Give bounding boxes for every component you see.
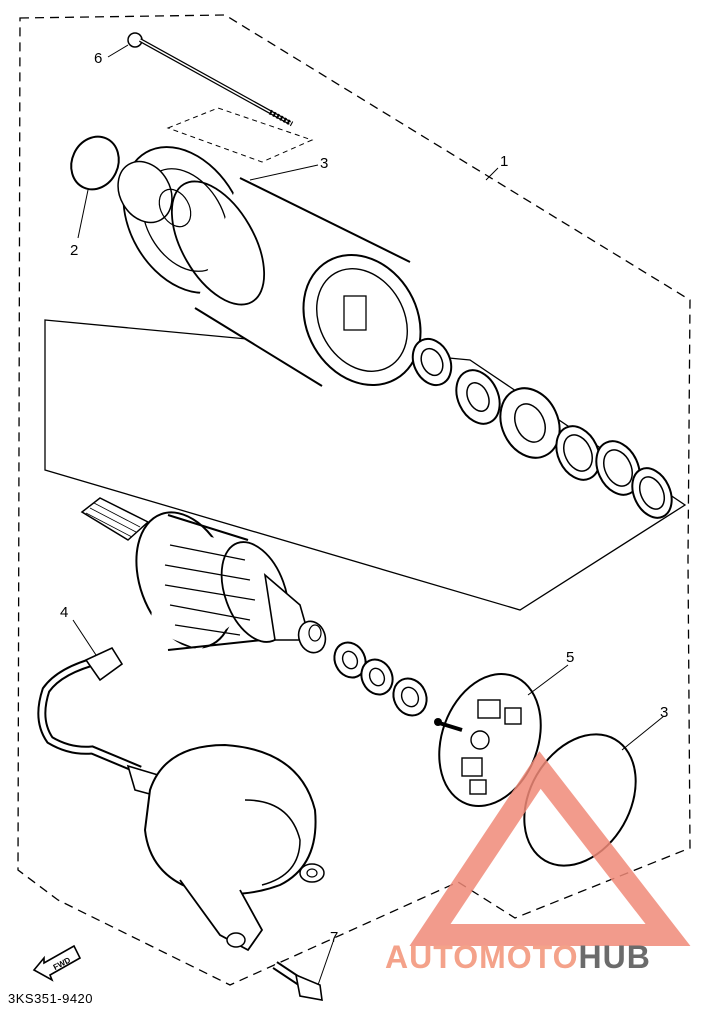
part-code: 3KS351-9420 xyxy=(8,991,94,1006)
washer-5 xyxy=(631,467,673,519)
watermark-auto: AUTO xyxy=(385,939,480,975)
yoke-housing xyxy=(170,177,422,387)
o-ring-front xyxy=(70,135,120,191)
lead-wire xyxy=(37,646,174,802)
watermark-hub: HUB xyxy=(578,939,651,975)
callout-4: 4 xyxy=(60,604,68,621)
fwd-arrow-icon: FWD xyxy=(32,944,82,982)
armature-bearing xyxy=(392,677,428,717)
callout-1: 1 xyxy=(500,153,508,170)
washer-2 xyxy=(499,387,561,459)
watermark-logo: AUTOMOTOHUB xyxy=(385,939,651,976)
callout-3-top: 3 xyxy=(320,155,328,172)
washer-3 xyxy=(555,425,601,481)
callout-5: 5 xyxy=(566,649,574,666)
armature-washer-2 xyxy=(360,658,394,696)
rear-cover xyxy=(143,743,325,952)
assembly-boundary-dashed xyxy=(17,14,691,986)
watermark-triangle-icon xyxy=(409,751,691,946)
armature xyxy=(80,497,327,654)
callout-2: 2 xyxy=(70,242,78,259)
armature-washer-1 xyxy=(333,641,367,679)
brush-holder-plate xyxy=(434,673,542,807)
callout-3-bottom: 3 xyxy=(660,704,668,721)
bolt-reference-box xyxy=(166,107,314,163)
leader-lines xyxy=(72,44,665,986)
washer-1 xyxy=(455,369,501,425)
through-bolt xyxy=(127,32,294,127)
washer-4 xyxy=(595,440,641,496)
callout-6: 6 xyxy=(94,50,102,67)
yoke-bearing xyxy=(411,337,453,387)
callout-7: 7 xyxy=(330,929,338,946)
flange-bolt xyxy=(272,961,323,1001)
watermark-moto: MOTO xyxy=(479,939,579,975)
